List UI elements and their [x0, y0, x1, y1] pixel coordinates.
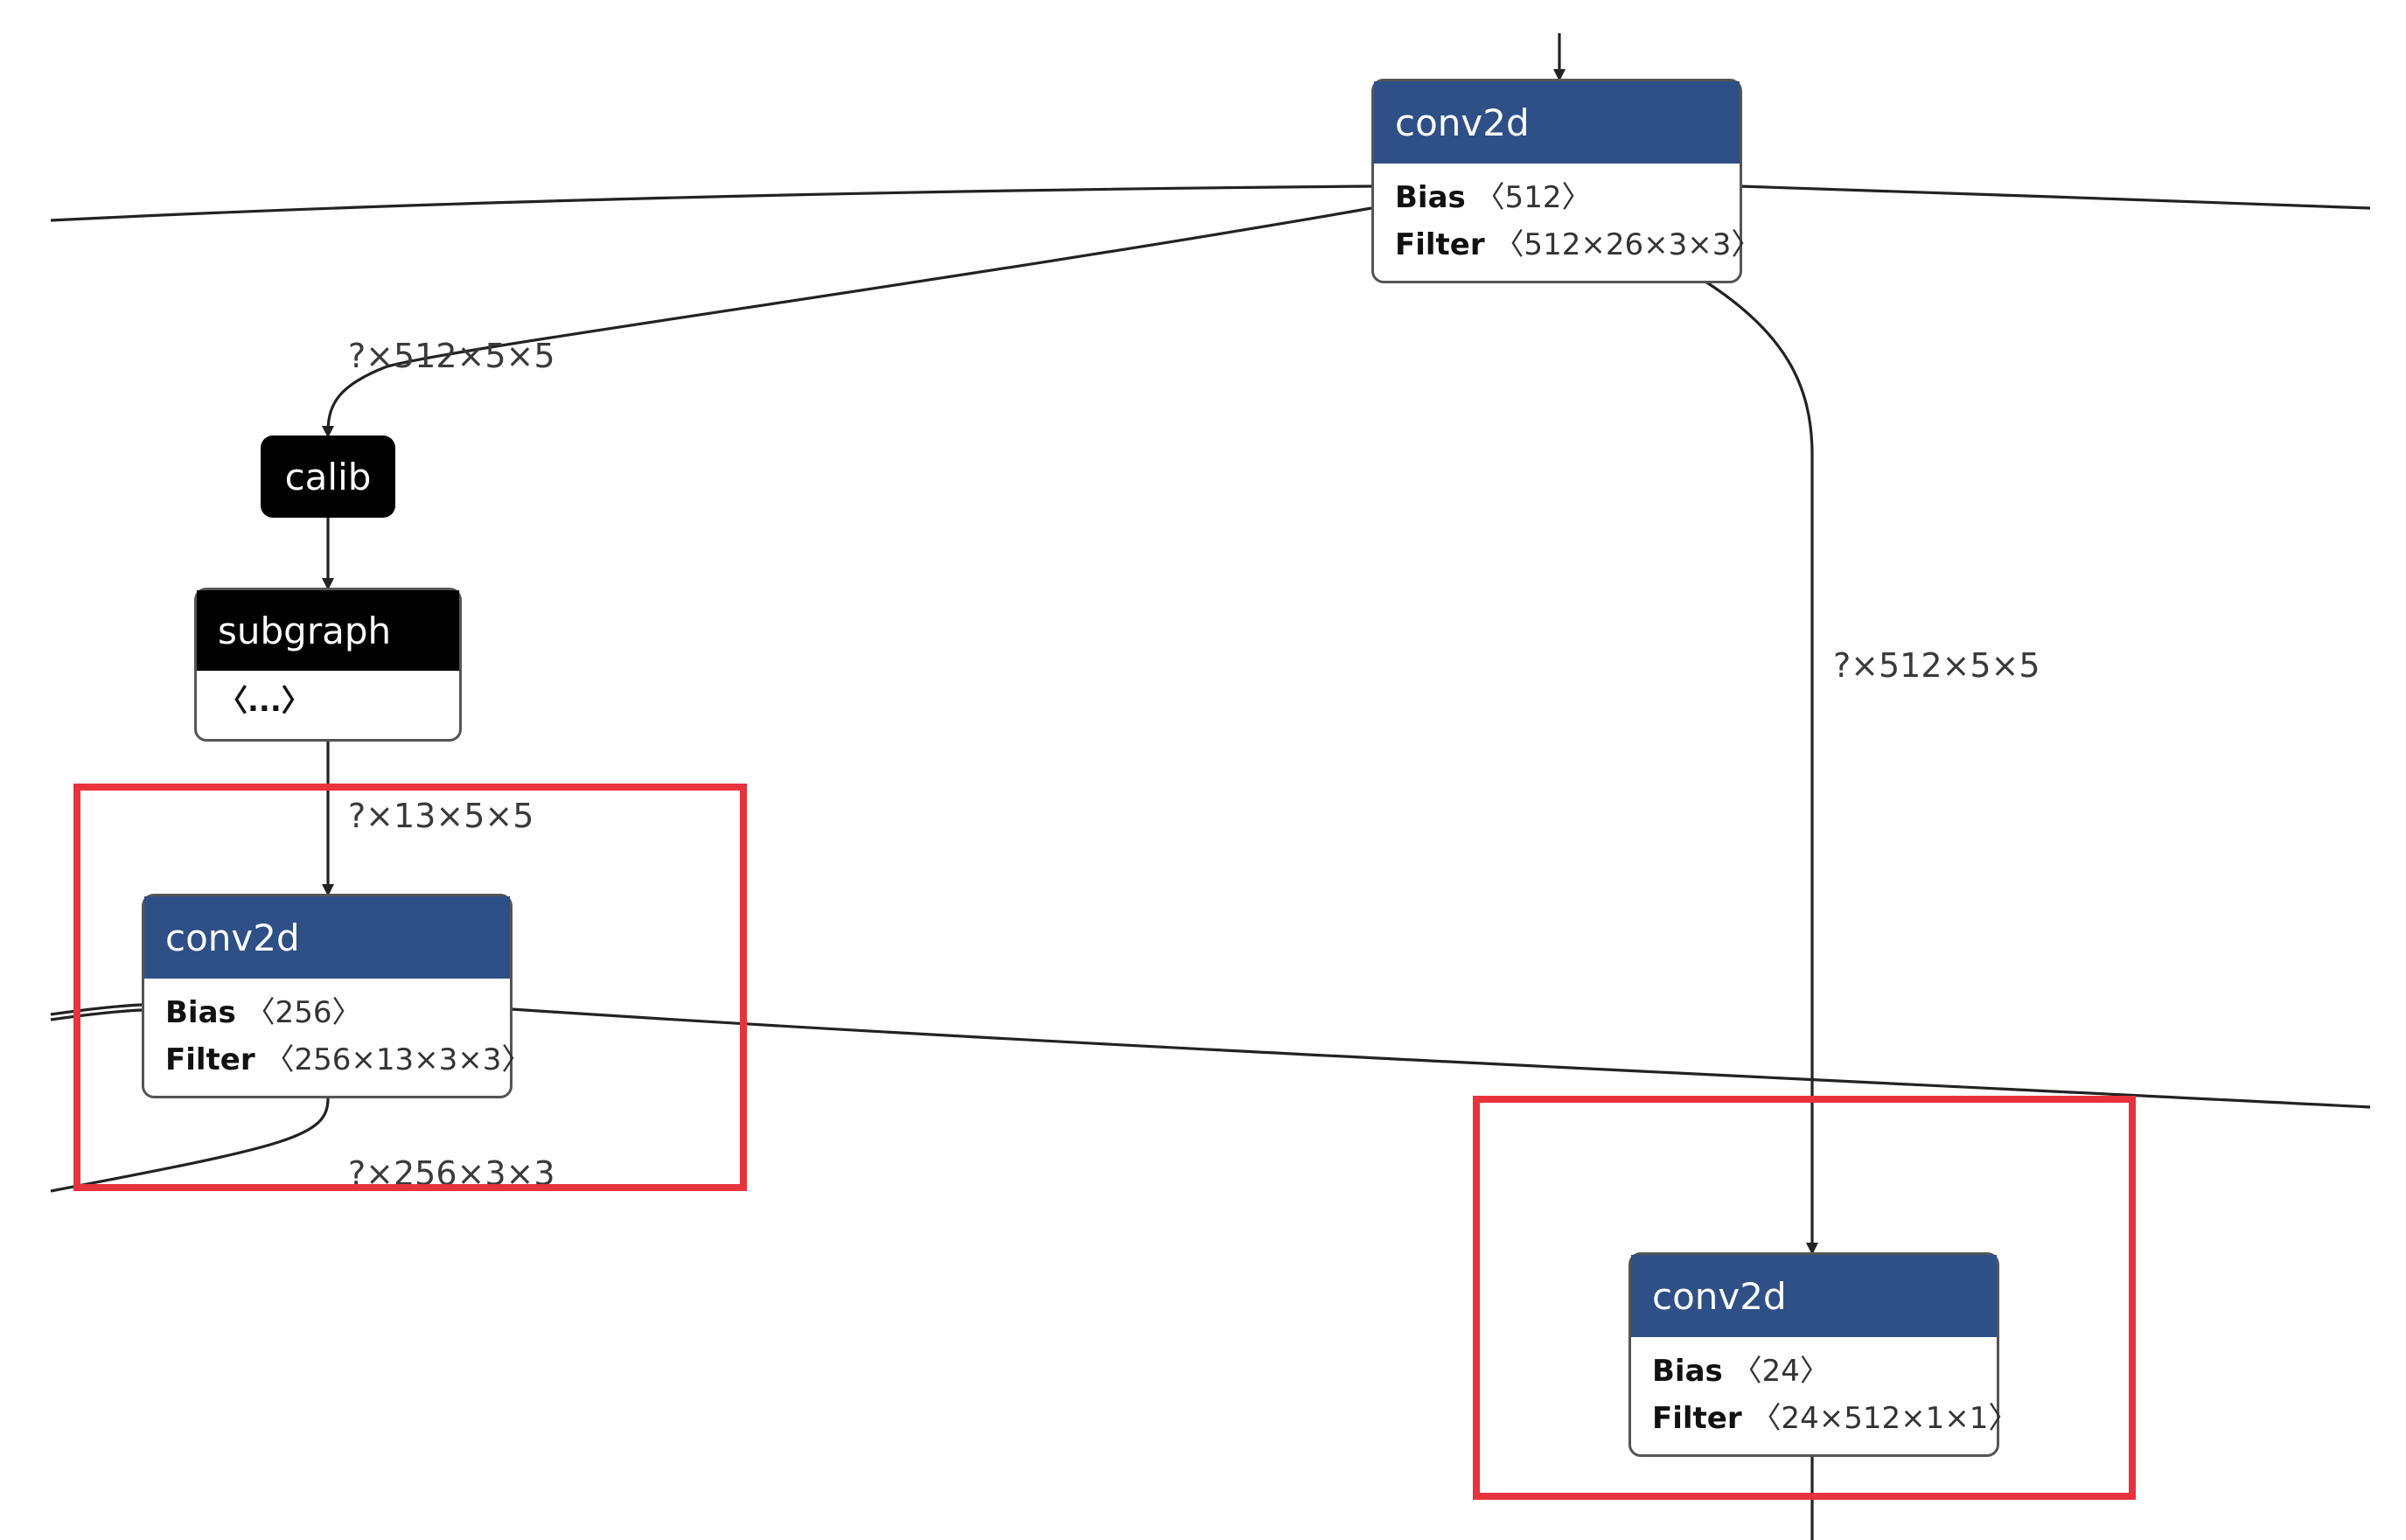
bias-value: 〈256〉	[245, 995, 362, 1030]
conv2d-node-top[interactable]: conv2d Bias 〈512〉 Filter 〈512×26×3×3〉	[1371, 79, 1761, 283]
bias-attribute: Bias 〈24〉	[1652, 1348, 1976, 1395]
edge-conv-left-right-long	[511, 1007, 2371, 1109]
highlight-box-right	[1473, 1096, 2136, 1500]
calib-node[interactable]: calib	[261, 436, 395, 518]
edge-label-conv-top-to-calib: ?×512×5×5	[348, 337, 555, 375]
bias-label: Bias	[1652, 1354, 1723, 1389]
filter-value: 〈256×13×3×3〉	[264, 1042, 532, 1077]
edge-conv-top-left-long	[50, 185, 1372, 222]
filter-attribute: Filter 〈256×13×3×3〉	[165, 1036, 531, 1084]
bias-value: 〈24〉	[1732, 1354, 1830, 1389]
filter-attribute: Filter 〈24×512×1×1〉	[1652, 1395, 2018, 1442]
edge-conv-top-to-conv-right	[1705, 280, 1818, 1255]
edge-label-conv-top-to-conv-right: ?×512×5×5	[1833, 646, 2040, 685]
filter-label: Filter	[1395, 227, 1485, 262]
node-title: conv2d	[1652, 1274, 1787, 1318]
node-title: subgraph	[218, 609, 392, 652]
highlight-box-left	[73, 784, 747, 1191]
filter-attribute: Filter 〈512×26×3×3〉	[1395, 221, 1761, 268]
edge-left-input-b	[50, 1008, 143, 1021]
bias-attribute: Bias 〈256〉	[165, 989, 489, 1036]
node-header: subgraph	[197, 590, 459, 671]
node-title: calib	[284, 455, 372, 498]
edge-conv-top-right-long	[1740, 185, 2371, 210]
edge-conv-top-to-calib	[322, 206, 1372, 438]
node-title: conv2d	[1395, 101, 1530, 144]
node-header: conv2d	[144, 896, 510, 979]
edge-label-subgraph-to-conv: ?×13×5×5	[348, 797, 534, 835]
bias-label: Bias	[1395, 180, 1466, 215]
conv2d-node-right[interactable]: conv2d Bias 〈24〉 Filter 〈24×512×1×1〉	[1628, 1252, 2018, 1457]
subgraph-collapsed-content: 〈...〉	[218, 678, 438, 725]
bias-value: 〈512〉	[1475, 180, 1592, 215]
node-header: conv2d	[1631, 1255, 1997, 1337]
node-attributes: Bias 〈24〉 Filter 〈24×512×1×1〉	[1631, 1337, 2018, 1442]
filter-label: Filter	[1652, 1401, 1742, 1436]
conv2d-node-left[interactable]: conv2d Bias 〈256〉 Filter 〈256×13×3×3〉	[142, 894, 531, 1098]
node-attributes: 〈...〉	[197, 671, 459, 725]
subgraph-node[interactable]: subgraph 〈...〉	[194, 588, 462, 742]
filter-value: 〈512×26×3×3〉	[1494, 227, 1761, 262]
bias-label: Bias	[165, 995, 236, 1030]
bias-attribute: Bias 〈512〉	[1395, 174, 1719, 221]
subgraph-ellipsis: 〈...〉	[218, 684, 311, 719]
edge-left-input-a	[50, 1003, 143, 1016]
node-header: conv2d	[1374, 81, 1740, 164]
node-attributes: Bias 〈512〉 Filter 〈512×26×3×3〉	[1374, 164, 1761, 268]
filter-value: 〈24×512×1×1〉	[1751, 1401, 2019, 1436]
filter-label: Filter	[165, 1042, 255, 1077]
edge-conv-left-output	[50, 1098, 330, 1193]
node-title: conv2d	[165, 916, 300, 959]
node-attributes: Bias 〈256〉 Filter 〈256×13×3×3〉	[144, 979, 531, 1084]
